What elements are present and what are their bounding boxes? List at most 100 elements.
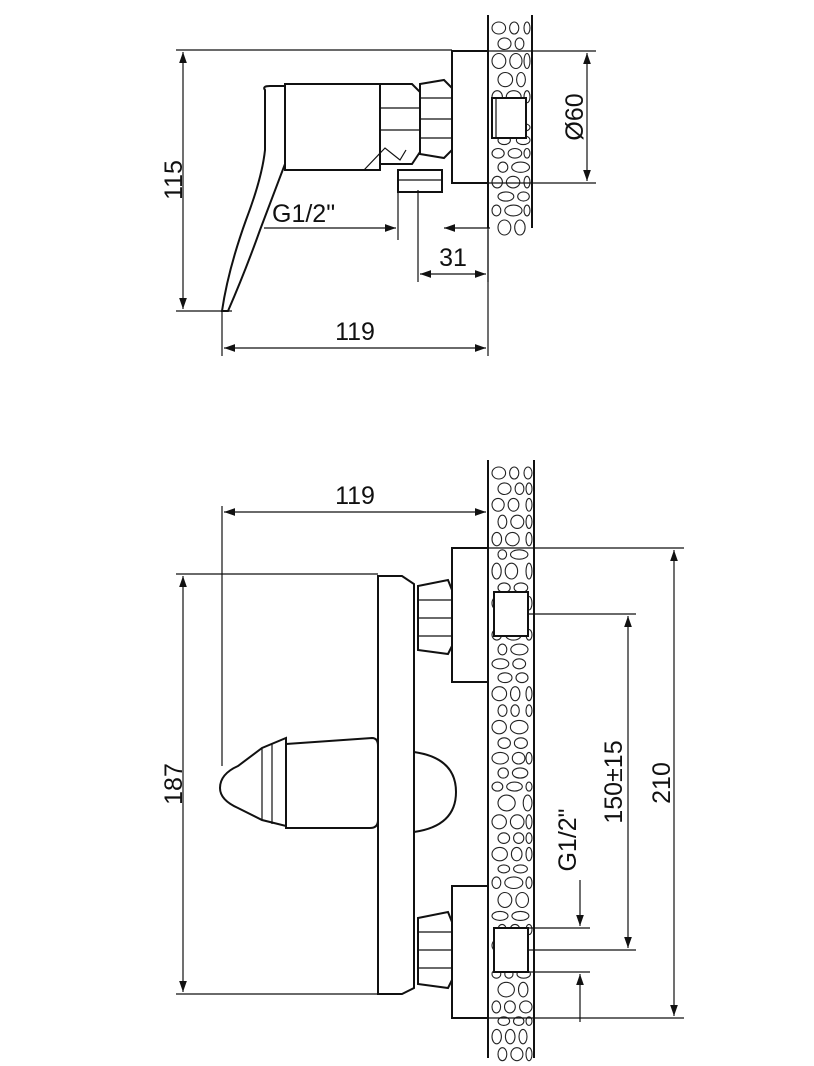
- wall-stone: [491, 751, 509, 765]
- wall-stone: [511, 767, 529, 779]
- wall-stone: [522, 794, 533, 812]
- wall-stone: [515, 672, 529, 684]
- wall-stone: [512, 1016, 525, 1026]
- wall-stone: [491, 21, 507, 35]
- wall-stone: [506, 781, 523, 792]
- wall-stone: [497, 191, 515, 202]
- wall-stone: [497, 71, 514, 88]
- wall-stone: [505, 175, 521, 189]
- dim-119-front: 119: [221, 482, 489, 766]
- wall-stone: [513, 737, 528, 749]
- wall-stone: [523, 147, 531, 159]
- front-view: 119 187 210 150±15 G1: [160, 460, 684, 1062]
- wall-stone: [497, 737, 511, 749]
- wall-stone: [491, 781, 504, 792]
- wall-stone: [497, 672, 513, 684]
- height-label-187: 187: [160, 763, 188, 805]
- wall-stone: [517, 191, 530, 202]
- dim-210: 210: [452, 547, 684, 1019]
- wall-stone: [504, 204, 523, 217]
- wall-stone: [491, 719, 507, 735]
- wall-stone: [517, 981, 529, 998]
- wall-stone: [509, 549, 529, 560]
- wall-stone: [491, 686, 508, 702]
- lever-handle-top: [220, 85, 286, 312]
- wall-stone: [515, 891, 530, 909]
- mixer-body-top: [284, 83, 443, 193]
- thread-label-top: G1/2": [272, 200, 335, 228]
- wall-stone: [511, 910, 530, 921]
- wall-stone: [497, 549, 508, 560]
- wall-stone: [507, 147, 523, 159]
- wall-stone: [497, 1016, 511, 1026]
- wall-stone: [525, 814, 533, 830]
- dim-115: 115: [160, 49, 452, 312]
- wall-stone: [516, 71, 526, 88]
- wall-stone: [497, 832, 511, 844]
- wall-stone: [525, 751, 533, 765]
- wall-stone: [512, 658, 527, 670]
- mixer-body-front: [285, 575, 458, 995]
- wall-stone: [525, 482, 533, 496]
- wall-stone: [525, 781, 533, 792]
- wall-stone: [523, 466, 533, 480]
- wall-stone: [491, 658, 510, 670]
- wall-stone: [507, 497, 520, 512]
- wall-flange-upper: [451, 547, 489, 683]
- wall-stone: [497, 767, 509, 779]
- wall-stone: [525, 497, 533, 512]
- wall-stone: [525, 1016, 533, 1026]
- wall-stone: [497, 794, 516, 812]
- wall-stone: [514, 482, 525, 496]
- wall-stone: [497, 981, 515, 998]
- wall-stone: [510, 846, 523, 862]
- wall-stone: [518, 1028, 528, 1045]
- lever-handle-front: [218, 736, 287, 828]
- wall-stone: [491, 175, 503, 189]
- wall-stone: [525, 514, 533, 529]
- wall-stone: [497, 864, 511, 874]
- depth-label-top: 119: [335, 318, 375, 346]
- wall-stone: [491, 876, 502, 890]
- wall-stone: [509, 52, 523, 70]
- wall-stone: [491, 1028, 502, 1045]
- wall-stone: [523, 175, 531, 189]
- wall-stone: [497, 704, 508, 717]
- wall-stone: [497, 482, 512, 496]
- wall-stone: [504, 1028, 516, 1045]
- wall-stone: [505, 531, 520, 547]
- dim-diameter-60: Ø60: [452, 50, 596, 184]
- inlet-insert-top: [491, 97, 527, 139]
- wall-stone: [525, 562, 533, 580]
- wall-stone: [497, 219, 512, 236]
- wall-stone: [525, 846, 533, 862]
- wall-stone: [514, 219, 526, 236]
- wall-stone: [513, 864, 528, 874]
- wall-stone: [519, 1000, 533, 1014]
- wall-stone: [504, 876, 524, 890]
- wall-stone: [509, 686, 521, 702]
- dim-thread-top: G1/2": [264, 192, 490, 240]
- wall-stone: [523, 52, 531, 70]
- hex-nut-lower: [417, 910, 453, 990]
- wall-stone: [514, 37, 525, 51]
- hex-nut-upper: [417, 578, 453, 656]
- inlet-insert-lower: [493, 927, 529, 973]
- wall-stone: [509, 21, 520, 35]
- top-view: 115 Ø60 G1/2" 31 119: [160, 15, 596, 356]
- wall-stone: [509, 719, 529, 735]
- wall-stone: [511, 161, 531, 173]
- wall-stone: [513, 832, 525, 844]
- offset-label-31: 31: [439, 244, 467, 272]
- wall-stone: [497, 161, 509, 173]
- wall-stone: [509, 466, 520, 480]
- wall-stone: [525, 704, 533, 717]
- dim-119-top: 119: [221, 228, 489, 356]
- wall-stone: [503, 1000, 516, 1014]
- wall-stone: [491, 531, 503, 547]
- dim-31: 31: [417, 190, 489, 282]
- wall-flange-top: [451, 50, 489, 184]
- wall-stone: [525, 531, 533, 547]
- inlet-insert-upper: [493, 591, 529, 637]
